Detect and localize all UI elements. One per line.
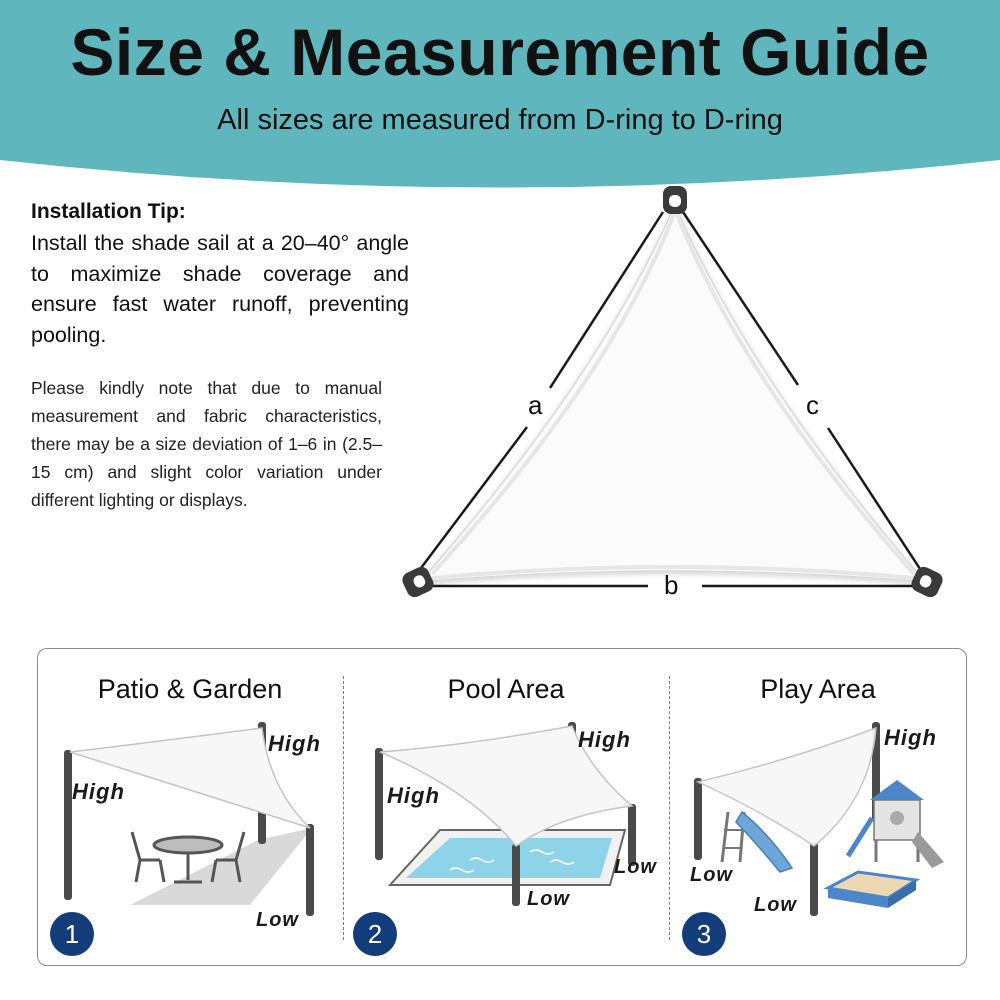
page-subtitle: All sizes are measured from D-ring to D-… [217, 104, 783, 136]
height-label-high: High [884, 725, 937, 750]
deviation-note: Please kindly note that due to manual me… [31, 378, 382, 510]
chair-icon [130, 831, 166, 883]
height-label-high: High [578, 727, 631, 752]
side-label-c: c [806, 390, 819, 420]
scene-number-badge: 3 [682, 912, 726, 956]
installation-tip-heading: Installation Tip: [31, 200, 186, 223]
side-label-b: b [664, 570, 679, 600]
scene-number-badge: 1 [50, 912, 94, 956]
header-band [0, 0, 1000, 188]
height-label-low: Low [690, 864, 733, 886]
slide-icon [720, 810, 794, 873]
height-label-low: Low [256, 909, 299, 931]
height-label-high: High [268, 731, 321, 756]
side-label-a: a [528, 390, 543, 420]
d-ring-icon [402, 566, 434, 598]
scene-divider [343, 676, 344, 940]
dimension-line-c [681, 211, 924, 573]
height-label-low: Low [754, 894, 797, 916]
height-label-low: Low [527, 888, 570, 910]
scene-title-pool: Pool Area [447, 674, 565, 704]
scene-patio [64, 722, 314, 916]
height-label-low: Low [614, 856, 657, 878]
header-band-shape [0, 0, 1000, 188]
scene-pool [375, 722, 636, 906]
table-icon [152, 835, 224, 884]
scene-play [694, 722, 944, 916]
installation-tip-body: Install the shade sail at a 20–40° angle… [31, 231, 409, 347]
dimension-line-a [417, 211, 665, 573]
height-label-high: High [387, 783, 440, 808]
sail-fabric [418, 203, 927, 583]
sandbox-icon [823, 870, 921, 908]
page-title: Size & Measurement Guide [70, 15, 930, 89]
chair-icon [210, 831, 246, 883]
scene-number-badge: 2 [353, 912, 397, 956]
sail-diagram [402, 186, 943, 598]
scene-title-patio: Patio & Garden [97, 674, 283, 704]
d-ring-icon [663, 186, 687, 214]
height-label-high: High [72, 779, 125, 804]
d-ring-icon [911, 566, 943, 598]
scene-title-play: Play Area [760, 674, 876, 704]
pool-icon [387, 829, 627, 886]
playhouse-icon [845, 780, 944, 868]
scene-divider [669, 676, 670, 940]
